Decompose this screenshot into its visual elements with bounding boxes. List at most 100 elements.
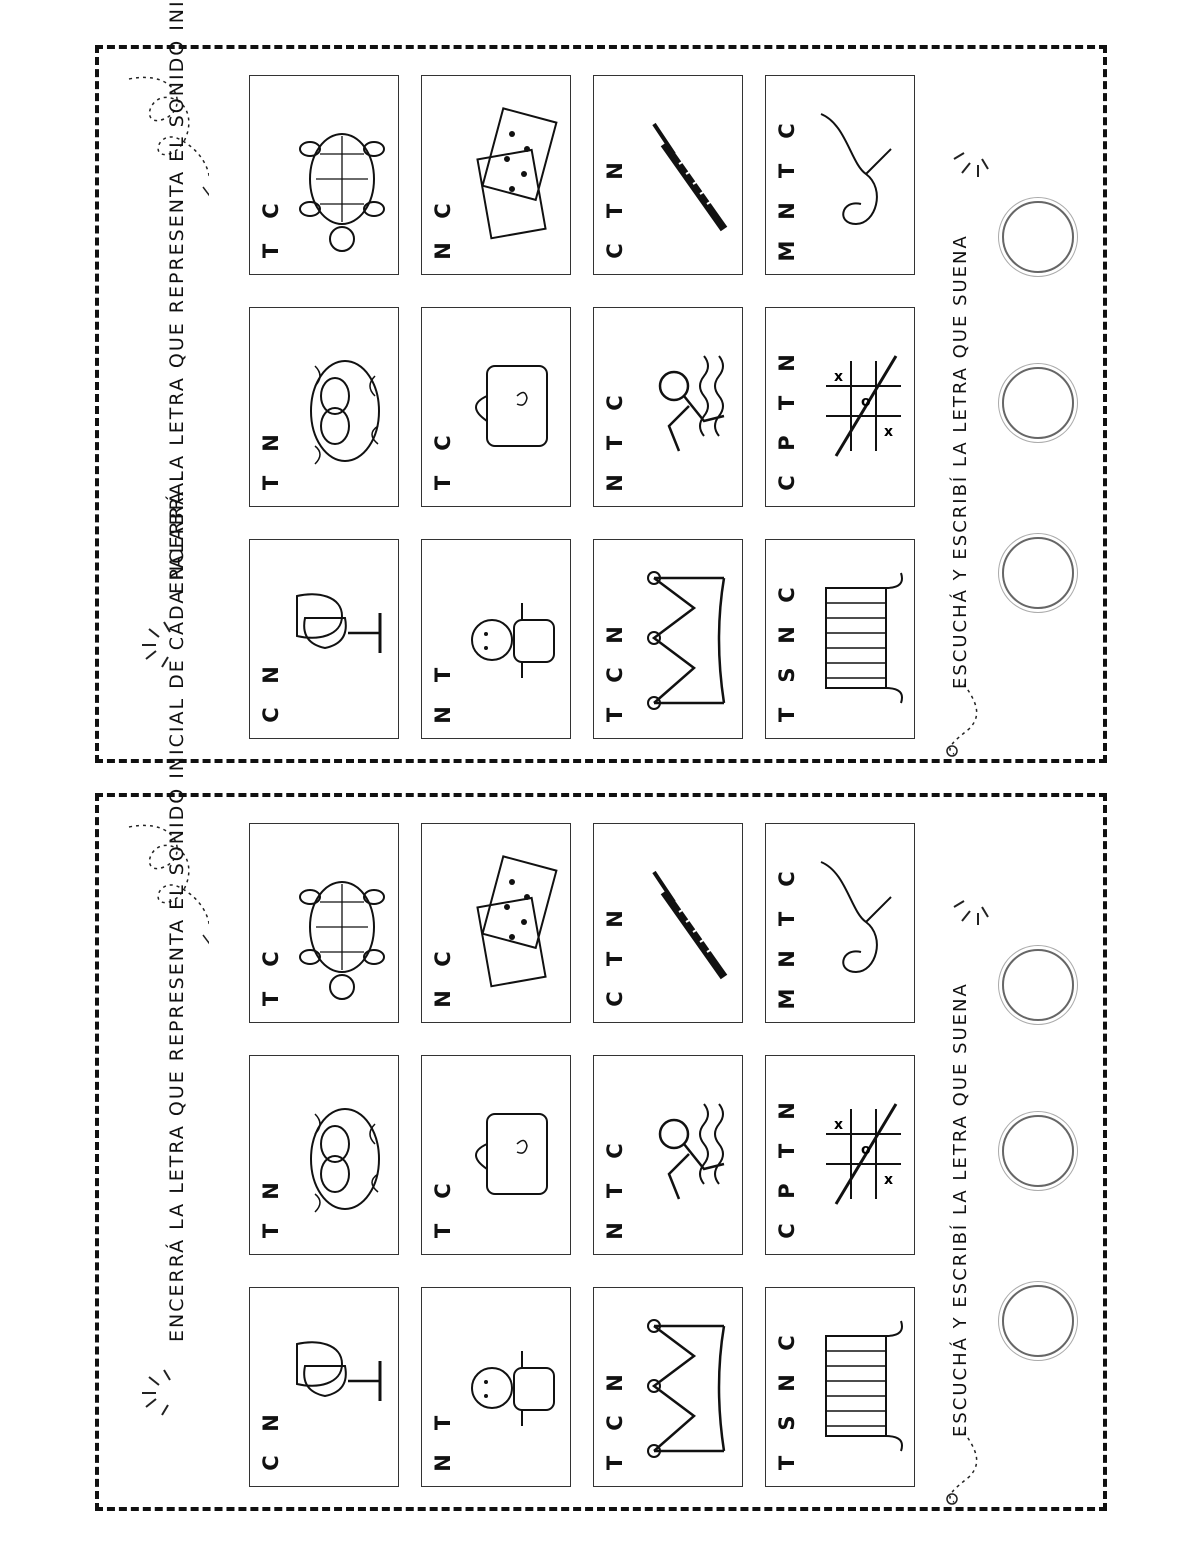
letter-option[interactable]: N [603,626,627,644]
letter-option[interactable]: C [603,991,627,1007]
letter-option[interactable]: P [775,435,799,451]
letter-option[interactable]: T [775,707,799,723]
answer-circle[interactable] [1002,367,1074,439]
letter-option[interactable]: N [259,666,283,684]
letter-option[interactable]: T [259,991,283,1007]
letter-option[interactable]: C [431,951,455,967]
letter-option[interactable]: C [259,951,283,967]
letter-option[interactable]: C [603,667,627,683]
letter-option[interactable]: C [259,203,283,219]
letter-option[interactable]: N [775,1374,799,1392]
letter-option[interactable]: C [775,871,799,887]
letter-option[interactable]: C [603,243,627,259]
letter-option[interactable]: T [775,1455,799,1471]
letter-option[interactable]: T [259,475,283,491]
letter-option[interactable]: N [603,162,627,180]
word-card: M N T C [765,75,915,275]
letter-option[interactable]: N [603,474,627,492]
letter-option[interactable]: N [431,1454,455,1472]
tic-tac-toe-icon: xox [826,1103,901,1205]
dotted-swirl-doodle [128,824,209,945]
letter-option[interactable]: T [431,1415,455,1431]
letter-option[interactable]: S [775,667,799,683]
letter-option[interactable]: N [775,1102,799,1120]
letter-option[interactable]: T [603,1455,627,1471]
letter-option[interactable]: C [603,395,627,411]
letter-options: C T N [603,90,627,262]
letter-option[interactable]: C [259,1455,283,1471]
letter-option[interactable]: M [775,988,799,1010]
letter-option[interactable]: S [775,1415,799,1431]
letter-option[interactable]: N [603,910,627,928]
wine-glass-icon [296,593,382,653]
crib-icon [825,572,903,704]
answer-circle[interactable] [1002,201,1074,273]
letter-option[interactable]: C [775,475,799,491]
dotted-arrow-doodle [946,683,978,757]
letter-options: N T C [603,1070,627,1242]
answer-circle[interactable] [1002,1115,1074,1187]
write-instruction: Escuchá y escribí la letra que suena [950,234,971,689]
letter-option[interactable]: N [431,242,455,260]
answer-circle[interactable] [1002,537,1074,609]
letter-option[interactable]: T [431,1223,455,1239]
letter-option[interactable]: N [259,1414,283,1432]
sparkle-doodle [953,900,989,925]
turtle-icon [299,133,385,252]
letter-option[interactable]: N [775,202,799,220]
letter-option[interactable]: N [775,354,799,372]
letter-option[interactable]: N [603,1222,627,1240]
child-icon [471,1351,555,1426]
word-card: C T N [593,75,743,275]
letter-option[interactable]: N [431,706,455,724]
letter-option[interactable]: N [775,950,799,968]
swimmer-icon [658,355,725,452]
letter-option[interactable]: C [431,1183,455,1199]
answer-circle[interactable] [1002,1285,1074,1357]
letter-option[interactable]: T [603,707,627,723]
letter-option[interactable]: T [603,203,627,219]
letter-option[interactable]: C [775,1223,799,1239]
letter-option[interactable]: P [775,1183,799,1199]
letter-option[interactable]: T [431,667,455,683]
letter-option[interactable]: M [775,240,799,262]
letter-option[interactable]: C [431,203,455,219]
letter-option[interactable]: T [775,1143,799,1159]
letter-option[interactable]: T [603,951,627,967]
word-card: M N T C [765,823,915,1023]
letter-option[interactable]: T [775,395,799,411]
dotted-swirl-doodle [128,76,209,197]
nail-icon [652,870,728,980]
letter-option[interactable]: N [775,626,799,644]
svg-text:o: o [861,1142,871,1158]
letter-option[interactable]: T [603,435,627,451]
letter-option[interactable]: T [603,1183,627,1199]
answer-circle[interactable] [1002,949,1074,1021]
letter-option[interactable]: C [775,587,799,603]
letter-option[interactable]: C [259,707,283,723]
hook-icon [820,113,892,226]
letter-option[interactable]: C [775,1335,799,1351]
letter-option[interactable]: T [259,1223,283,1239]
letter-option[interactable]: C [775,123,799,139]
letter-option[interactable]: T [431,475,455,491]
letter-option[interactable]: N [431,990,455,1008]
letter-option[interactable]: T [775,911,799,927]
letter-option[interactable]: N [259,434,283,452]
letter-option[interactable]: C [431,435,455,451]
letter-option[interactable]: N [259,1182,283,1200]
letter-option[interactable]: C [603,1143,627,1159]
letter-option[interactable]: T [775,163,799,179]
crib-icon [825,1320,903,1452]
letter-option[interactable]: T [259,243,283,259]
letter-option[interactable]: C [603,1415,627,1431]
worksheet-bottom: Encerrá la letra que representa el sonid… [95,473,1107,1511]
letter-option[interactable]: N [603,1374,627,1392]
